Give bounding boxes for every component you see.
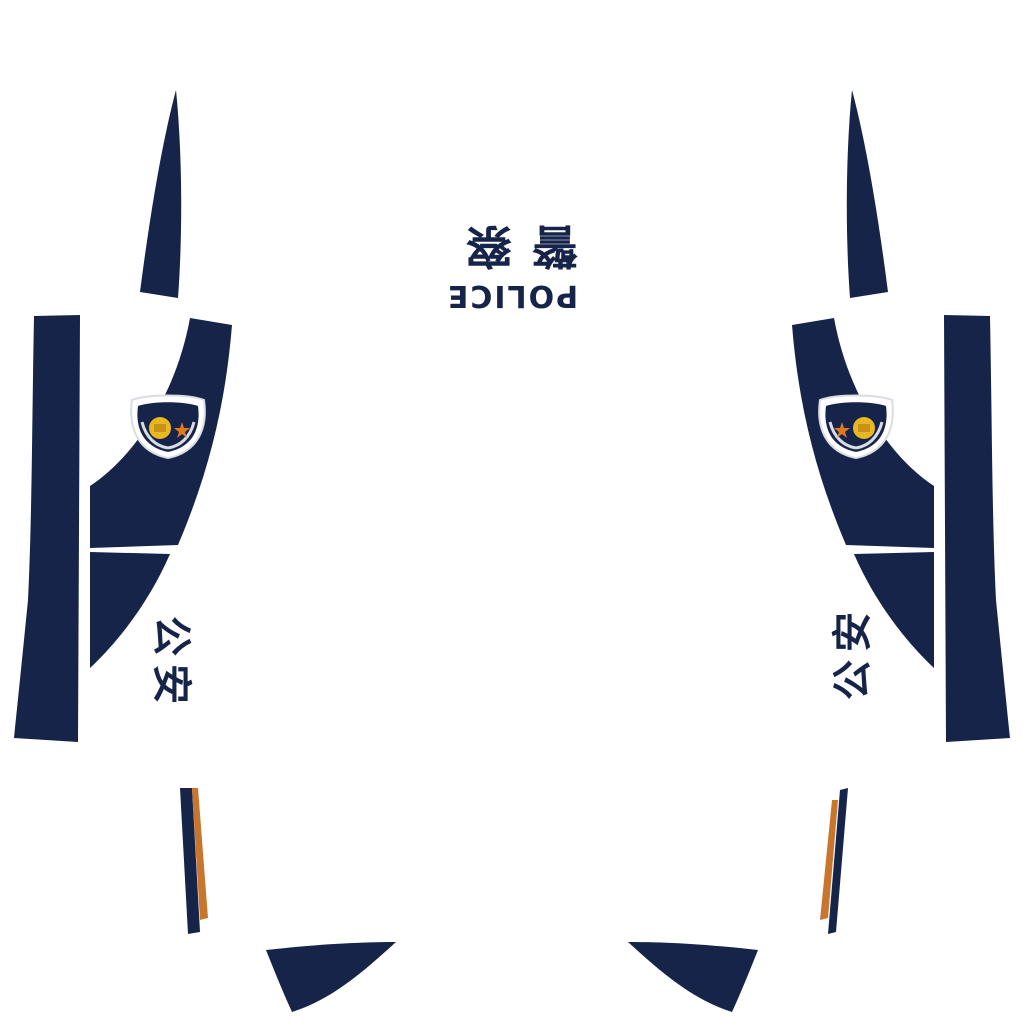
left-badge-icon (130, 394, 206, 460)
right-collar-strip (846, 90, 888, 298)
back-print-english: POLICE (446, 278, 578, 313)
left-sleeve-lower (90, 552, 170, 668)
left-sleeve-band (14, 315, 80, 742)
left-sleeve-print-text: 公安 (148, 616, 194, 712)
left-sleeve-print: 公安 (148, 616, 194, 712)
right-side-stripe (820, 788, 848, 934)
right-sleeve-print: 公安 (830, 604, 876, 700)
right-sleeve-band (944, 315, 1010, 742)
right-badge-icon (818, 394, 894, 460)
left-collar-strip (140, 90, 182, 298)
left-hem (266, 942, 396, 1012)
right-hem (628, 942, 758, 1012)
left-side-stripe (180, 788, 208, 934)
right-sleeve-print-text: 公安 (830, 604, 876, 700)
back-print: POLICE 警察 (446, 219, 578, 313)
back-print-chinese: 警察 (446, 219, 578, 273)
right-sleeve-lower (854, 552, 934, 668)
